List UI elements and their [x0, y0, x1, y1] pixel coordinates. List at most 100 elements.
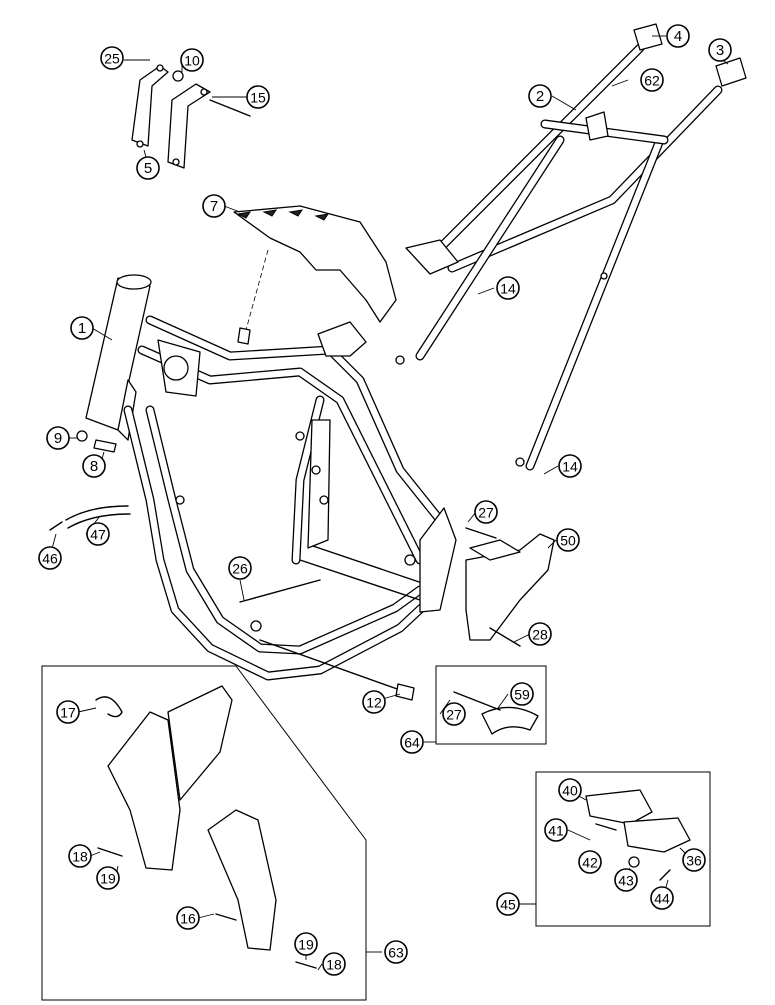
callout-18: 18 [68, 844, 92, 868]
callout-circle [528, 84, 552, 108]
callout-label: 10 [184, 53, 200, 69]
callout-16: 16 [176, 906, 200, 930]
callout-label: 1 [78, 320, 86, 337]
callout-label: 50 [560, 533, 576, 549]
callout-label: 14 [500, 281, 516, 297]
callout-41: 41 [544, 818, 568, 842]
callout-label: 27 [478, 505, 494, 521]
callout-label: 26 [232, 561, 248, 577]
callout-circle [496, 276, 520, 300]
callout-circle [528, 622, 552, 646]
callout-14: 14 [558, 454, 582, 478]
callout-circle [556, 528, 580, 552]
callout-circle [46, 426, 70, 450]
callout-circle [442, 702, 466, 726]
callout-1: 1 [70, 316, 94, 340]
callout-circle [558, 778, 582, 802]
callout-36: 36 [682, 848, 706, 872]
callout-label: 12 [366, 695, 382, 711]
callout-circle [558, 454, 582, 478]
callout-12: 12 [362, 690, 386, 714]
callout-circle [86, 522, 110, 546]
bracket-right [167, 83, 211, 169]
callout-label: 44 [654, 891, 670, 907]
callout-circle [136, 156, 160, 180]
callout-circle [228, 556, 252, 580]
callout-17: 17 [56, 700, 80, 724]
callout-9: 9 [46, 426, 70, 450]
callout-19: 19 [294, 932, 318, 956]
callout-circle [384, 940, 408, 964]
callout-18: 18 [322, 952, 346, 976]
callout-47: 47 [86, 522, 110, 546]
callout-label: 15 [250, 90, 266, 106]
callout-circle [68, 844, 92, 868]
frame-guard-left [107, 711, 181, 871]
callout-28: 28 [528, 622, 552, 646]
callout-circle [640, 68, 664, 92]
callout-circle [666, 24, 690, 48]
callout-10: 10 [180, 48, 204, 72]
callout-circle [474, 500, 498, 524]
callout-label: 5 [144, 160, 152, 177]
callout-label: 59 [514, 687, 530, 703]
callout-label: 63 [388, 945, 404, 961]
callout-45: 45 [496, 892, 520, 916]
callout-label: 47 [90, 527, 106, 543]
callout-2: 2 [528, 84, 552, 108]
callout-circle [100, 46, 124, 70]
callout-44: 44 [650, 886, 674, 910]
callout-label: 28 [532, 627, 548, 643]
callout-59: 59 [510, 682, 534, 706]
callout-63: 63 [384, 940, 408, 964]
end-cap-3 [715, 57, 747, 87]
callout-label: 18 [72, 849, 88, 865]
bracket-left [131, 65, 169, 147]
footrest-right [623, 817, 691, 853]
callout-label: 8 [90, 458, 98, 475]
callout-circle [246, 85, 270, 109]
callout-label: 62 [644, 73, 660, 89]
chain-guide [465, 533, 555, 641]
callout-19: 19 [96, 866, 120, 890]
callout-27: 27 [442, 702, 466, 726]
callout-25: 25 [100, 46, 124, 70]
callout-circle [82, 454, 106, 478]
callout-label: 41 [548, 823, 564, 839]
callout-27: 27 [474, 500, 498, 524]
subframe [395, 43, 723, 471]
callout-5: 5 [136, 156, 160, 180]
callout-circle [400, 730, 424, 754]
callout-label: 3 [716, 42, 724, 59]
callout-circle [614, 868, 638, 892]
callout-4: 4 [666, 24, 690, 48]
callout-42: 42 [578, 850, 602, 874]
tank-mount [233, 205, 397, 323]
callout-circle [578, 850, 602, 874]
callout-label: 64 [404, 735, 420, 751]
callout-26: 26 [228, 556, 252, 580]
callout-label: 43 [618, 873, 634, 889]
box-45 [535, 771, 711, 927]
callout-label: 4 [674, 28, 682, 45]
callout-8: 8 [82, 454, 106, 478]
callout-circle [650, 886, 674, 910]
callout-label: 25 [104, 51, 120, 67]
callout-64: 64 [400, 730, 424, 754]
callout-label: 17 [60, 705, 76, 721]
callout-circle [96, 866, 120, 890]
callout-circle [496, 892, 520, 916]
callout-15: 15 [246, 85, 270, 109]
callout-label: 46 [42, 551, 58, 567]
callout-62: 62 [640, 68, 664, 92]
callout-label: 19 [100, 871, 116, 887]
callout-14: 14 [496, 276, 520, 300]
box-63 [41, 665, 367, 1001]
callout-50: 50 [556, 528, 580, 552]
callout-7: 7 [202, 194, 226, 218]
callout-circle [38, 546, 62, 570]
callout-label: 9 [54, 430, 62, 447]
callout-46: 46 [38, 546, 62, 570]
callout-label: 36 [686, 853, 702, 869]
